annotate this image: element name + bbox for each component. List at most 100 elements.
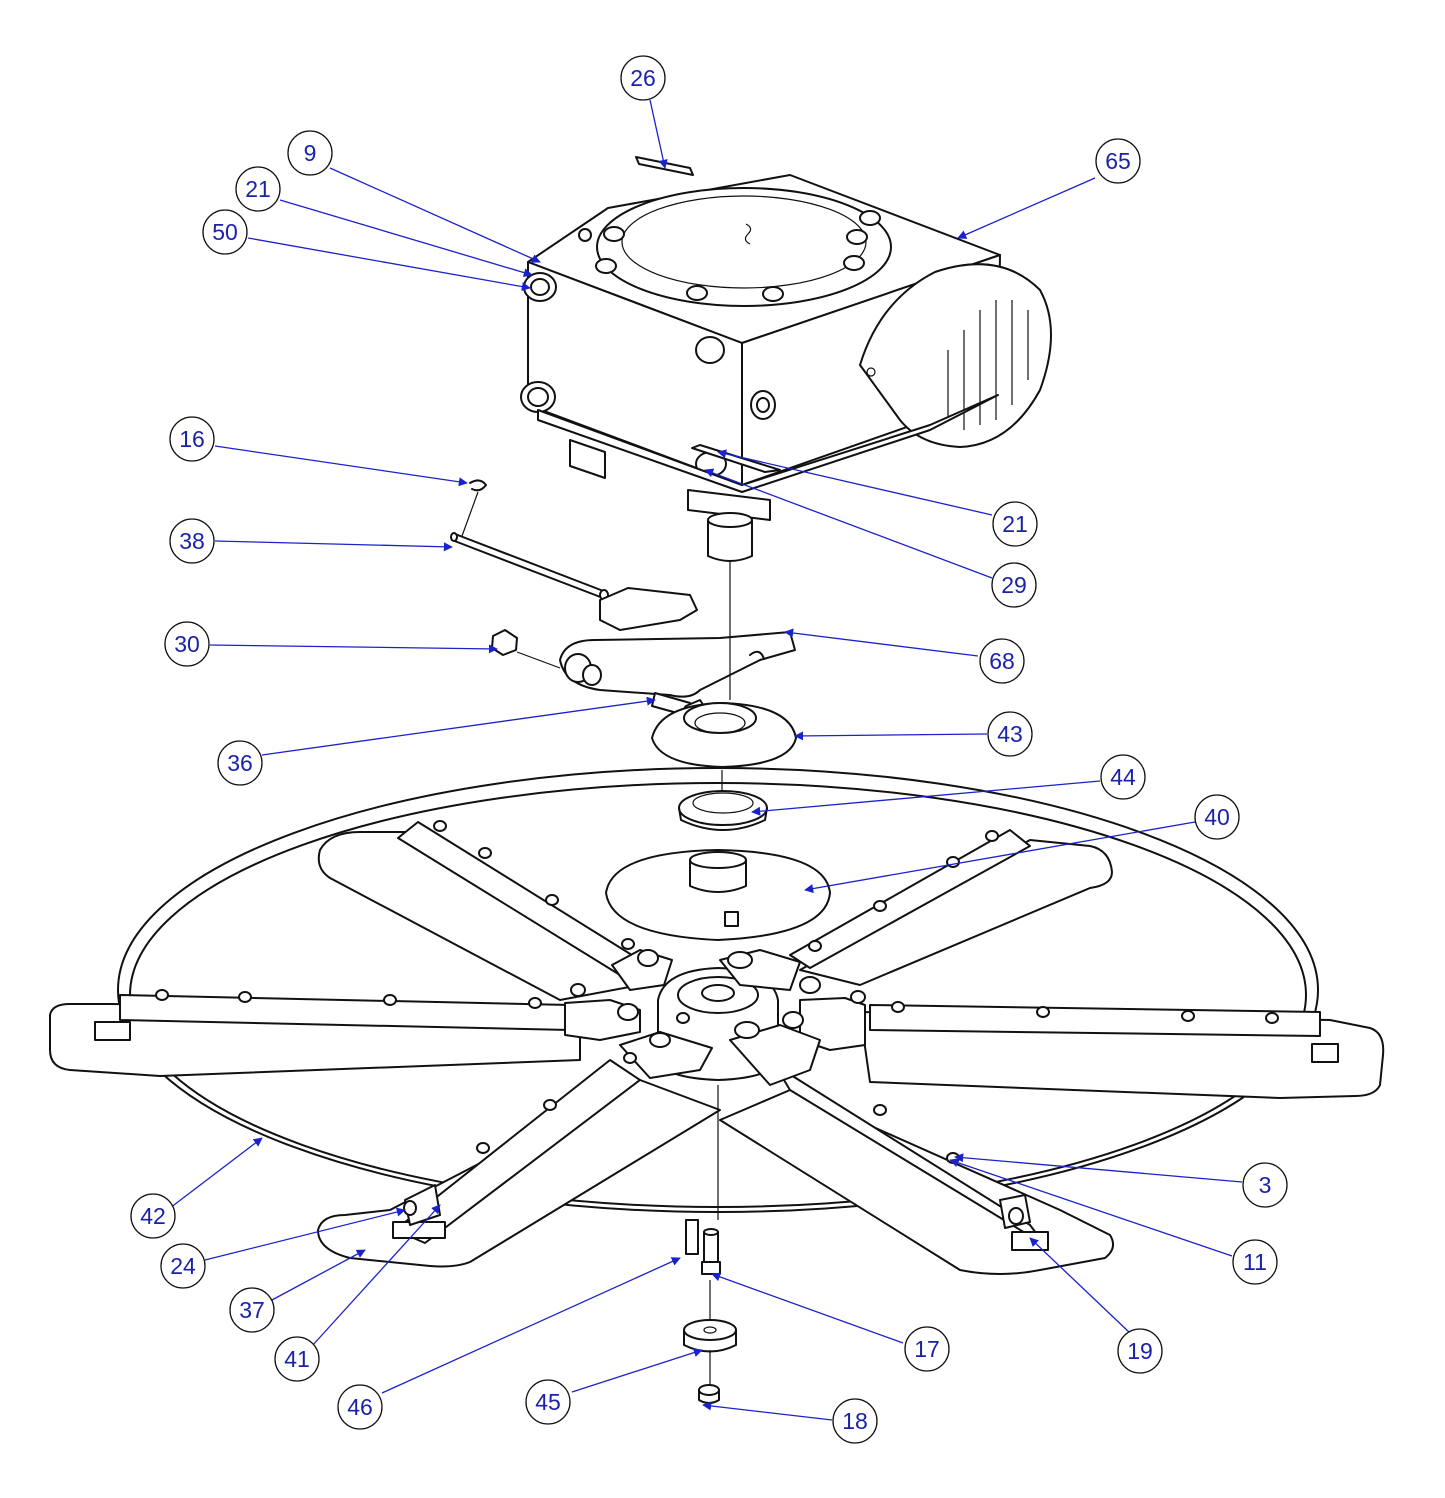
part-gearbox: [520, 174, 1052, 562]
callout-label: 38: [179, 528, 205, 554]
callout-36: 36: [217, 740, 263, 786]
leader-42: [169, 1137, 263, 1209]
callout-label: 44: [1110, 764, 1136, 790]
callout-circle: [160, 1243, 206, 1289]
callout-19: 19: [1117, 1328, 1163, 1374]
callout-label: 17: [914, 1336, 940, 1362]
callout-label: 43: [997, 721, 1023, 747]
callout-circle: [169, 518, 215, 564]
callout-label: 40: [1204, 804, 1230, 830]
callout-68: 68: [979, 638, 1025, 684]
callout-45: 45: [525, 1379, 571, 1425]
leader-40: [804, 821, 1196, 894]
callout-3: 3: [1242, 1162, 1288, 1208]
leader-37: [271, 1249, 366, 1301]
callout-circle: [904, 1326, 950, 1372]
leader-43: [794, 731, 988, 741]
callout-circle: [274, 1336, 320, 1382]
callout-label: 26: [630, 65, 656, 91]
leader-17: [711, 1272, 904, 1344]
leader-68: [784, 628, 979, 657]
callout-65: 65: [1095, 138, 1141, 184]
callout-circle: [979, 638, 1025, 684]
callout-21b: 21: [992, 501, 1038, 547]
callout-circle: [525, 1379, 571, 1425]
callout-label: 42: [140, 1203, 166, 1229]
callout-circle: [235, 166, 281, 212]
leader-21a: [279, 199, 533, 278]
callout-circle: [229, 1287, 275, 1333]
callout-label: 16: [179, 426, 205, 452]
callout-label: 36: [227, 750, 253, 776]
callout-38: 38: [169, 518, 215, 564]
callout-circle: [832, 1398, 878, 1444]
callout-circle: [130, 1193, 176, 1239]
leader-41: [311, 1204, 441, 1347]
callout-label: 46: [347, 1394, 373, 1420]
leader-36: [261, 696, 656, 756]
callout-18: 18: [832, 1398, 878, 1444]
part-flange: [651, 702, 797, 768]
callout-17: 17: [904, 1326, 950, 1372]
callout-label: 21: [1002, 511, 1028, 537]
callout-circle: [992, 501, 1038, 547]
callout-42: 42: [130, 1193, 176, 1239]
callout-16: 16: [169, 416, 215, 462]
callout-21a: 21: [235, 166, 281, 212]
leader-44: [751, 780, 1101, 816]
callout-29: 29: [991, 562, 1037, 608]
callout-43: 43: [987, 711, 1033, 757]
center-axis-line: [709, 560, 731, 1385]
leader-21b: [717, 449, 993, 516]
part-arm-bolts: [155, 820, 1279, 1164]
callout-circle: [217, 740, 263, 786]
callout-circle: [169, 416, 215, 462]
part-hub-cone: [605, 849, 831, 941]
part-yoke-bracket: [491, 587, 796, 725]
callout-label: 11: [1243, 1249, 1267, 1275]
callout-circle: [1232, 1239, 1278, 1285]
callout-label: 65: [1105, 148, 1131, 174]
callout-label: 45: [535, 1389, 561, 1415]
leader-65: [957, 177, 1096, 239]
part-blade-arms: [49, 821, 1385, 1275]
callout-circle: [287, 130, 333, 176]
leader-9: [329, 167, 541, 263]
callout-label: 24: [170, 1253, 196, 1279]
callout-11: 11: [1232, 1239, 1278, 1285]
callout-30: 30: [164, 621, 210, 667]
callout-label: 37: [239, 1297, 265, 1323]
callout-44: 44: [1100, 754, 1146, 800]
callout-46: 46: [337, 1384, 383, 1430]
leader-26: [649, 99, 668, 169]
callout-label: 50: [212, 219, 238, 245]
leader-19: [1029, 1237, 1131, 1334]
callout-label: 9: [304, 140, 317, 166]
callout-26: 26: [620, 55, 666, 101]
callout-24: 24: [160, 1243, 206, 1289]
leader-45: [571, 1348, 703, 1393]
leader-3: [954, 1153, 1243, 1183]
callout-circle: [202, 209, 248, 255]
callout-circle: [164, 621, 210, 667]
leader-lines: [169, 99, 1243, 1421]
callout-circle: [1117, 1328, 1163, 1374]
callout-circle: [1100, 754, 1146, 800]
callout-label: 19: [1127, 1338, 1153, 1364]
callout-label: 68: [989, 648, 1015, 674]
leader-29: [704, 468, 993, 579]
leader-24: [204, 1207, 406, 1261]
callout-label: 30: [174, 631, 200, 657]
leader-18: [702, 1401, 833, 1421]
part-central-hub: [564, 949, 866, 1086]
callout-circle: [337, 1384, 383, 1430]
callout-label: 21: [245, 176, 271, 202]
callout-label: 29: [1001, 572, 1027, 598]
leader-50: [247, 237, 531, 292]
part-bearing: [678, 790, 768, 831]
callout-9: 9: [287, 130, 333, 176]
callout-circle: [991, 562, 1037, 608]
callout-41: 41: [274, 1336, 320, 1382]
callout-37: 37: [229, 1287, 275, 1333]
